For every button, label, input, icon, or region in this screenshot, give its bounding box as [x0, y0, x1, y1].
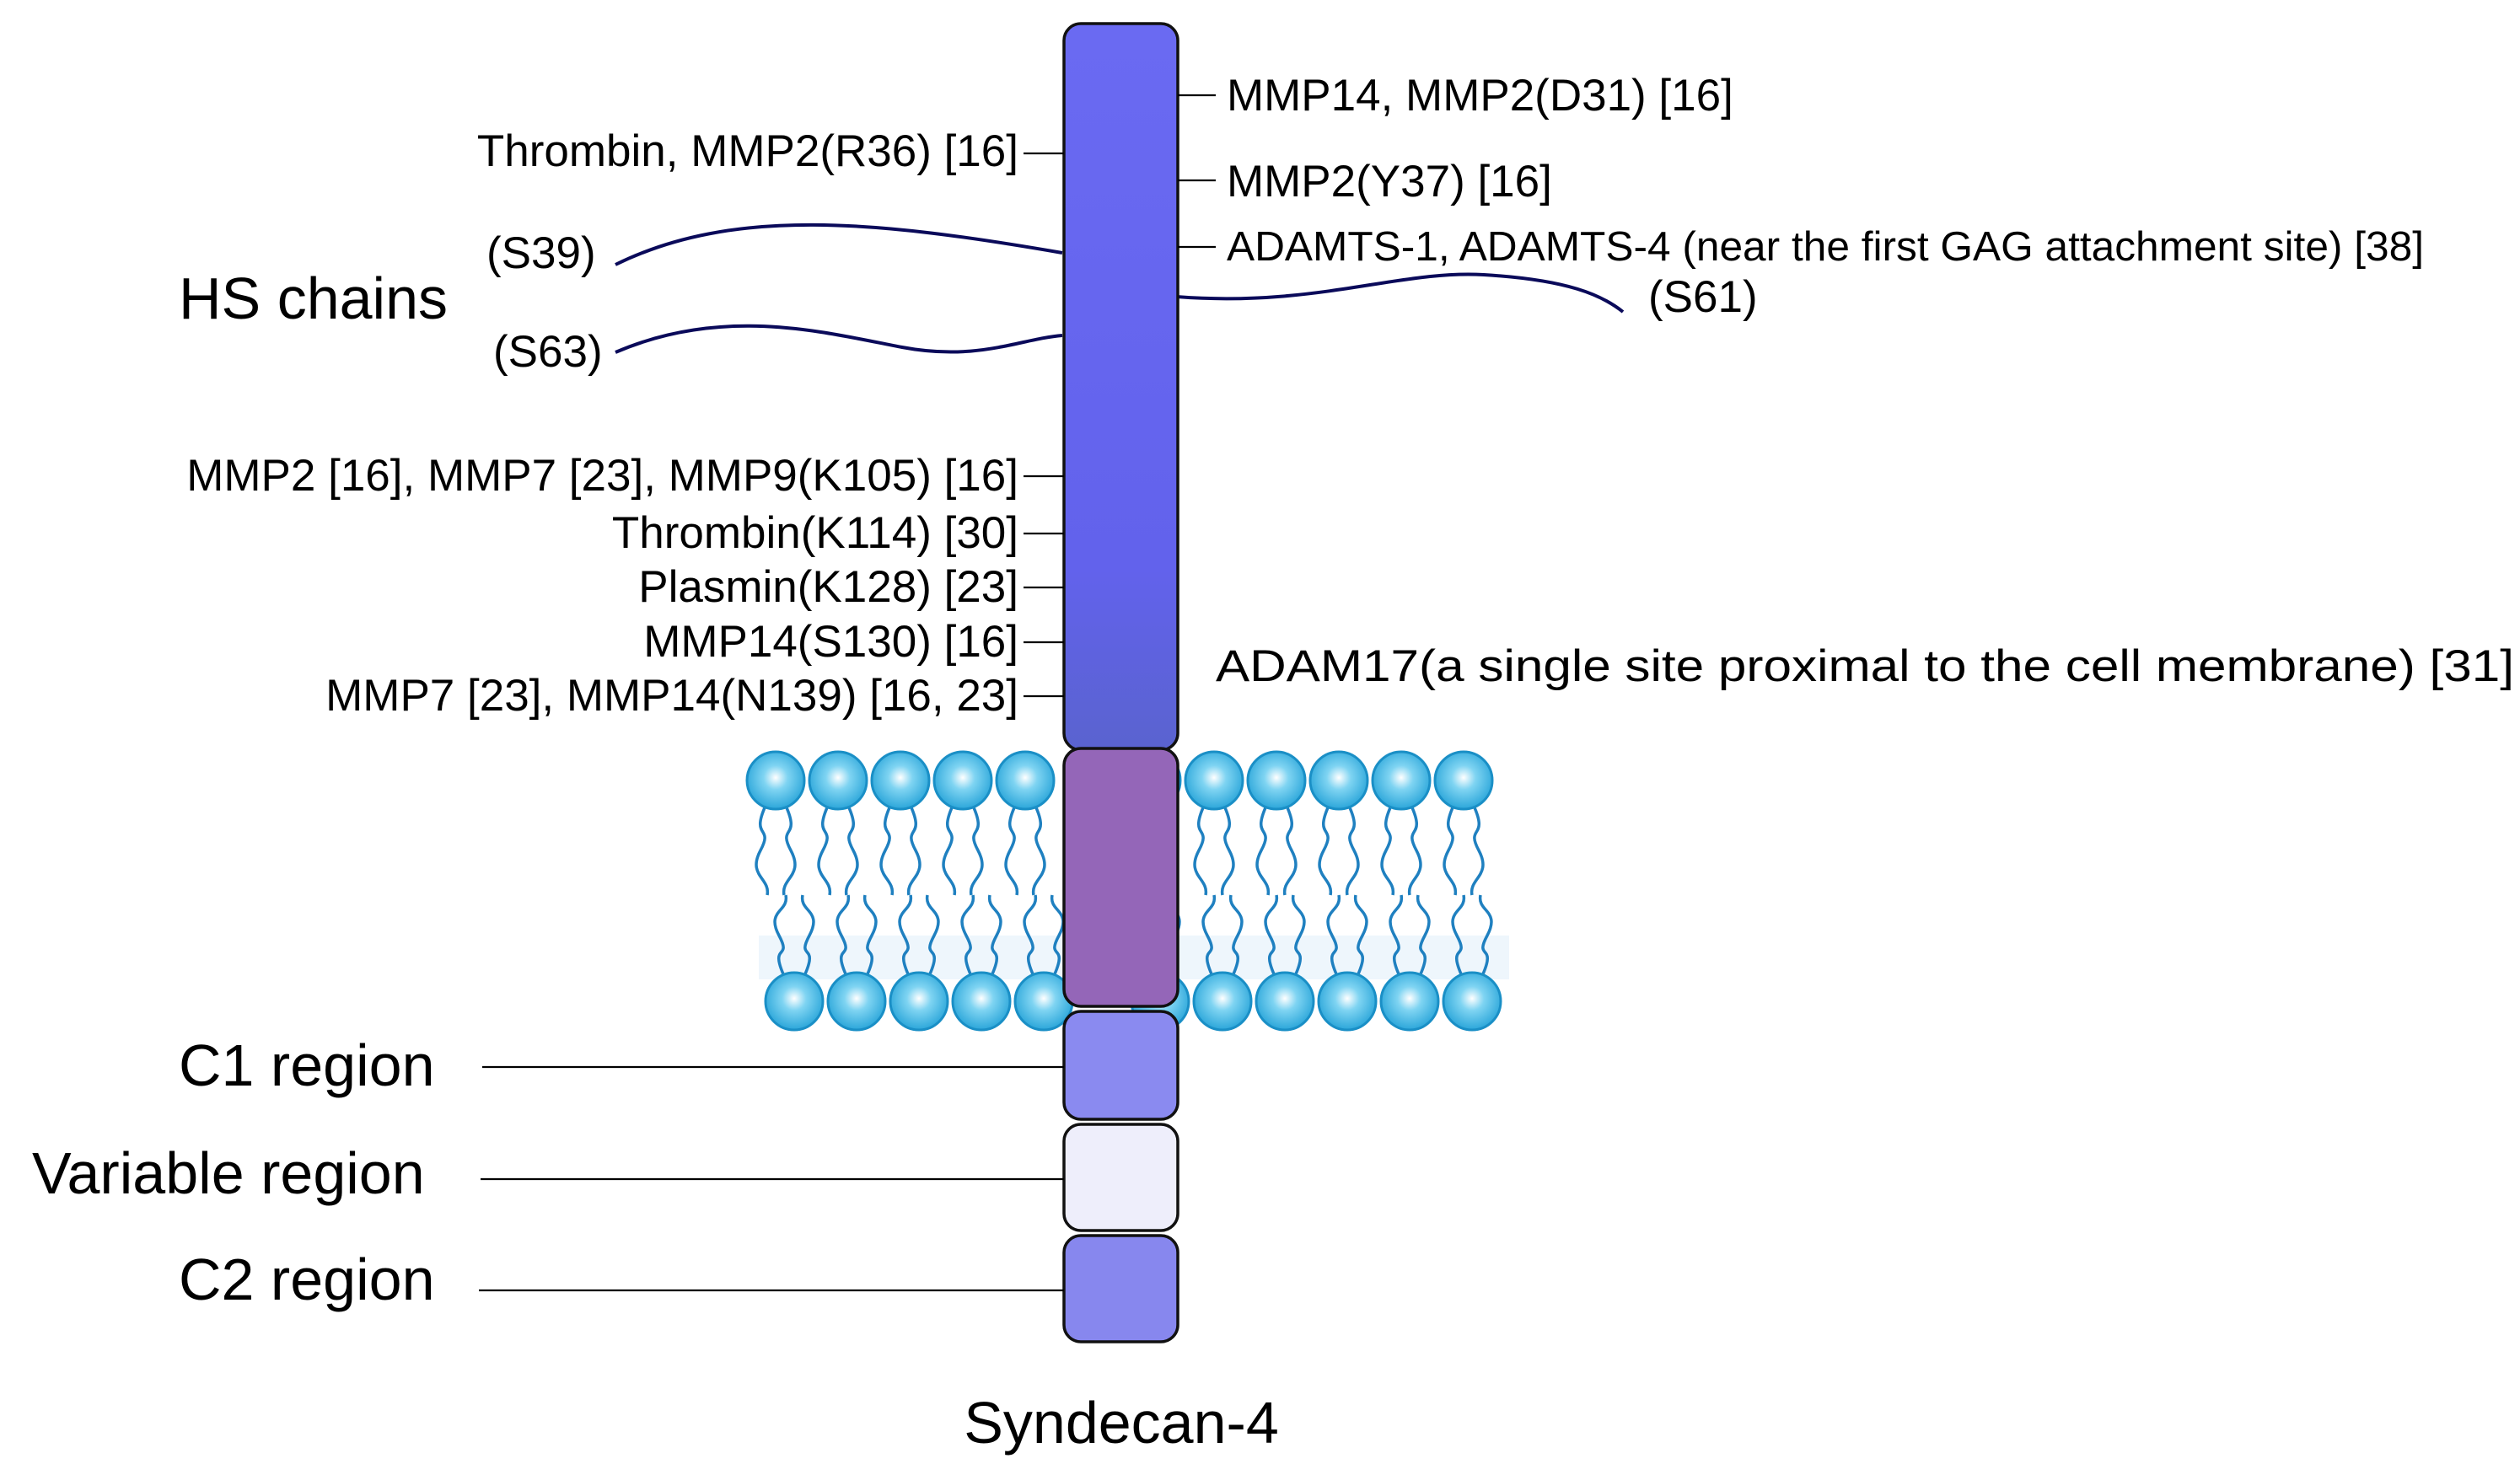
- lipid-head: [745, 750, 806, 811]
- lipid-head: [1308, 750, 1369, 811]
- lipid-tail: [1443, 805, 1458, 896]
- lipid-tail: [844, 805, 859, 896]
- lipid-tail: [1478, 894, 1493, 977]
- lipid-tail: [755, 805, 770, 896]
- lipid-head: [1433, 750, 1494, 811]
- lipid-tail: [862, 894, 878, 977]
- lipid-tail: [906, 805, 921, 896]
- lipid-head: [889, 971, 949, 1032]
- lipid-tail: [987, 894, 1002, 977]
- syndecan-4-protein: [1062, 22, 1179, 1343]
- lipid-tail: [1407, 805, 1422, 896]
- cytoplasmic-region-labels: C1 region Variable region C2 region: [32, 1032, 1064, 1312]
- cleavage-label-thrombin-k114: Thrombin(K114) [30]: [612, 508, 1018, 558]
- left-cleavage-sites: Thrombin, MMP2(R36) [16] MMP2 [16], MMP7…: [186, 126, 1064, 721]
- lipid-tail: [960, 894, 975, 977]
- lipid-head: [995, 750, 1056, 811]
- lipid-tail: [1380, 805, 1395, 896]
- transmembrane-domain: [1062, 747, 1179, 1008]
- cleavage-label-mmp2-mmp7-mmp9: MMP2 [16], MMP7 [23], MMP9(K105) [16]: [186, 451, 1018, 501]
- lipid-head: [1371, 750, 1432, 811]
- hs-chain-s39: [615, 223, 1063, 266]
- hs-chains: [615, 223, 1625, 354]
- lipid-head: [764, 971, 825, 1032]
- hs-site-s63: (S63): [493, 327, 603, 377]
- lipid-tail: [1282, 805, 1298, 896]
- lipid-head: [1317, 971, 1378, 1032]
- lipid-tail: [782, 805, 797, 896]
- lipid-tail: [925, 894, 940, 977]
- lipid-tail: [1050, 894, 1065, 977]
- lipid-head: [1255, 971, 1315, 1032]
- lipid-tail: [817, 805, 832, 896]
- lipid-head: [1379, 971, 1440, 1032]
- c1-region-domain: [1062, 1010, 1179, 1121]
- lipid-tail: [1451, 894, 1466, 977]
- lipid-tail: [879, 805, 895, 896]
- lipid-tail: [1353, 894, 1368, 977]
- cleavage-label-thrombin-mmp2-r36: Thrombin, MMP2(R36) [16]: [477, 126, 1018, 176]
- lipid-head: [808, 750, 868, 811]
- lipid-tail: [800, 894, 815, 977]
- hs-chain-labels: HS chains (S39) (S63) (S61): [179, 228, 1758, 377]
- cleavage-label-plasmin-k128: Plasmin(K128) [23]: [638, 562, 1018, 612]
- lipid-head: [826, 971, 887, 1032]
- lipid-tail: [969, 805, 984, 896]
- cleavage-label-adamts: ADAMTS-1, ADAMTS-4 (near the first GAG a…: [1227, 224, 2424, 270]
- c1-region-label: C1 region: [179, 1032, 435, 1098]
- lipid-tail: [942, 805, 957, 896]
- hs-chain-s63: [615, 324, 1063, 354]
- lipid-head: [1246, 750, 1307, 811]
- diagram-title: Syndecan-4: [964, 1390, 1279, 1456]
- cleavage-label-adam17: ADAM17(a single site proximal to the cel…: [1216, 641, 2514, 691]
- cleavage-label-mmp14-s130: MMP14(S130) [16]: [643, 617, 1018, 667]
- lipid-tail: [1023, 894, 1038, 977]
- ectodomain: [1062, 22, 1179, 752]
- c2-region-domain: [1062, 1234, 1179, 1343]
- right-cleavage-sites: MMP14, MMP2(D31) [16] MMP2(Y37) [16] ADA…: [1178, 71, 2514, 691]
- c2-region-label: C2 region: [179, 1247, 435, 1312]
- lipid-tail: [1389, 894, 1404, 977]
- lipid-tail: [1326, 894, 1341, 977]
- lipid-tail: [1264, 894, 1279, 977]
- lipid-tail: [1318, 805, 1333, 896]
- lipid-tail: [1228, 894, 1244, 977]
- lipid-head: [1442, 971, 1502, 1032]
- lipid-head: [1192, 971, 1253, 1032]
- lipid-tail: [1031, 805, 1046, 896]
- lipid-head: [951, 971, 1012, 1032]
- lipid-tail: [1220, 805, 1235, 896]
- lipid-tail: [1470, 805, 1485, 896]
- lipid-tail: [836, 894, 851, 977]
- cleavage-label-mmp2-y37: MMP2(Y37) [16]: [1227, 157, 1552, 206]
- lipid-tail: [898, 894, 913, 977]
- lipid-tail: [773, 894, 788, 977]
- hs-site-s61: (S61): [1648, 272, 1758, 322]
- cleavage-label-mmp7-mmp14-n139: MMP7 [23], MMP14(N139) [16, 23]: [325, 671, 1018, 721]
- lipid-head: [870, 750, 931, 811]
- lipid-head: [1184, 750, 1244, 811]
- variable-region-label: Variable region: [32, 1140, 425, 1206]
- lipid-tail: [1255, 805, 1271, 896]
- hs-chain-s61: [1175, 272, 1625, 314]
- lipid-bilayer: [745, 750, 1509, 1032]
- hs-chains-label: HS chains: [179, 265, 448, 331]
- lipid-tail: [1345, 805, 1360, 896]
- lipid-tail: [1193, 805, 1208, 896]
- variable-region-domain: [1062, 1123, 1179, 1232]
- lipid-tail: [1416, 894, 1431, 977]
- lipid-molecules: [745, 750, 1502, 1032]
- lipid-tail: [1291, 894, 1306, 977]
- cleavage-label-mmp14-mmp2-d31: MMP14, MMP2(D31) [16]: [1227, 71, 1733, 121]
- lipid-head: [932, 750, 993, 811]
- lipid-tail: [1201, 894, 1217, 977]
- hs-site-s39: (S39): [486, 228, 596, 278]
- lipid-tail: [1004, 805, 1019, 896]
